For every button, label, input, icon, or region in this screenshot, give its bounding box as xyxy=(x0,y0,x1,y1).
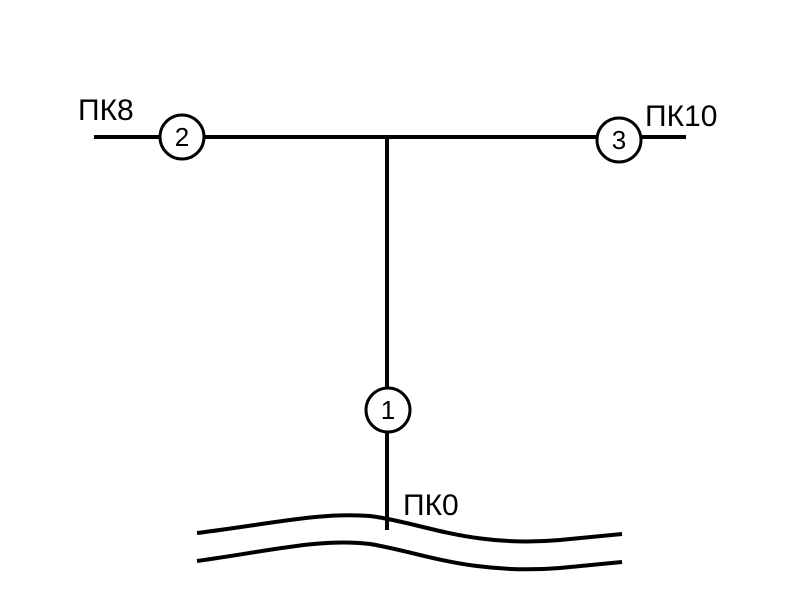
node-2-number: 2 xyxy=(175,122,189,152)
node-3-circle xyxy=(595,116,643,164)
node-3-number: 3 xyxy=(612,125,626,155)
station-label-left: ПК8 xyxy=(78,94,134,127)
node-1: 1 xyxy=(364,386,412,434)
node-3: 3 xyxy=(595,116,643,164)
wavy-line-top xyxy=(196,513,623,544)
wavy-line-bottom xyxy=(196,540,623,572)
node-1-number: 1 xyxy=(381,395,395,425)
station-label-bottom: ПК0 xyxy=(403,489,459,522)
node-2-circle xyxy=(158,113,206,161)
node-2: 2 xyxy=(158,113,206,161)
node-1-circle xyxy=(364,386,412,434)
station-label-right: ПК10 xyxy=(645,100,717,133)
